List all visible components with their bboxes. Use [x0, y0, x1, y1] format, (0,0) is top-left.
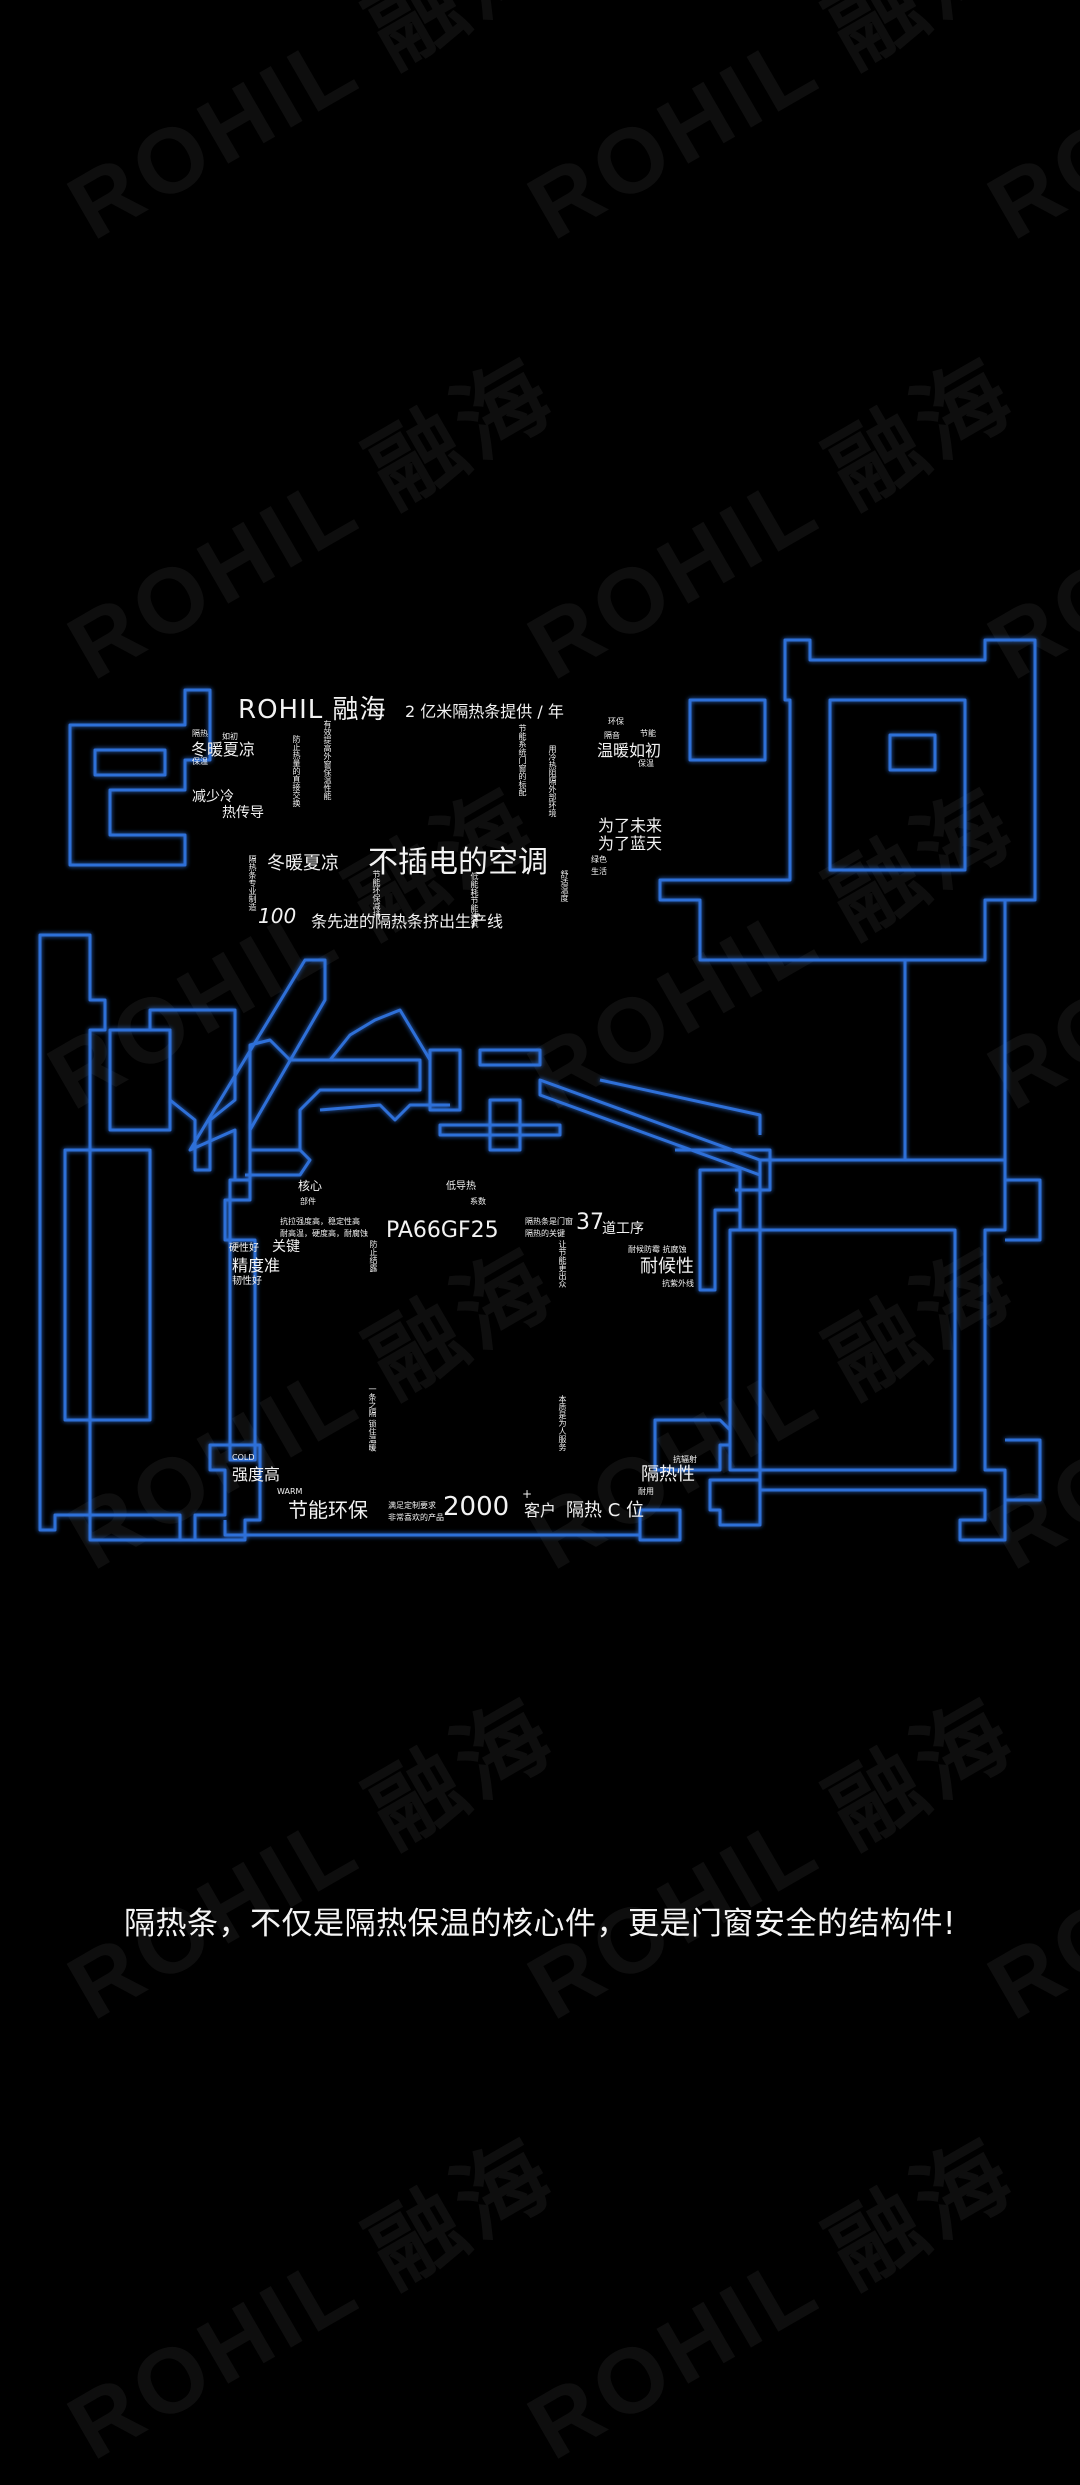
- plus-sign: +: [522, 1487, 533, 1501]
- small-word: 保温: [192, 757, 208, 766]
- small-word: 耐高温，硬度高，耐腐蚀: [280, 1229, 368, 1238]
- small-word: 韧性好: [232, 1276, 262, 1287]
- small-word: 部件: [300, 1197, 316, 1206]
- process-number: 37: [576, 1210, 604, 1235]
- vertical-phrase: 让节能更出众: [558, 1240, 567, 1288]
- line-count-text: 条先进的隔热条挤出生产线: [311, 912, 504, 931]
- vertical-phrase: 防止结露: [369, 1240, 378, 1272]
- small-word: 如初: [222, 732, 238, 741]
- warm-word: 温暖如初: [597, 741, 662, 760]
- key-word: 关键: [272, 1239, 300, 1255]
- caption-text: 隔热条，不仅是隔热保温的核心件，更是门窗安全的结构件!: [124, 1906, 956, 1942]
- small-word: 绿色: [591, 855, 607, 864]
- vertical-phrase: 节能系统门窗的标配: [518, 724, 527, 796]
- small-word: 隔音: [604, 731, 620, 740]
- small-word: COLD: [232, 1453, 255, 1462]
- small-word: 抗辐射: [673, 1455, 697, 1464]
- customer-number: 2000: [443, 1492, 510, 1522]
- vertical-phrase: 节能环保减排: [372, 870, 381, 918]
- season-word: 冬暖夏凉: [191, 740, 256, 759]
- eco-word: 节能环保: [288, 1498, 368, 1522]
- vertical-phrase: 隔热条专业制造: [248, 855, 257, 911]
- small-word: 隔热: [192, 729, 208, 738]
- heat-conduct: 热传导: [222, 805, 264, 821]
- strength-word: 强度高: [232, 1465, 281, 1484]
- small-word: 隔热条是门窗: [525, 1217, 573, 1226]
- core-word: 核心: [298, 1179, 323, 1193]
- small-word: 保温: [638, 759, 654, 768]
- small-word: 硬性好: [229, 1243, 259, 1254]
- small-word: 环保: [608, 717, 624, 726]
- window-profile-illustration: [38, 638, 1042, 1542]
- vertical-phrase: 舒适温度: [560, 870, 569, 902]
- weather-word: 耐候性: [640, 1256, 694, 1277]
- blue-sky-word: 为了蓝天: [598, 834, 663, 853]
- small-word: 隔热的关键: [525, 1229, 565, 1238]
- vertical-phrase: 低能耗节能建筑: [470, 872, 479, 928]
- precision-word: 精度准: [232, 1256, 281, 1275]
- brand-line: ROHIL 融海: [238, 695, 387, 725]
- small-word: 生活: [591, 867, 607, 876]
- headline: 不插电的空调: [368, 845, 548, 880]
- process-word: 道工序: [602, 1221, 644, 1237]
- vertical-phrase: 一条之隔 锁住温暖: [368, 1385, 377, 1452]
- small-word: 低导热: [446, 1181, 476, 1192]
- future-word: 为了未来: [598, 816, 663, 835]
- c-position-word: 隔热 C 位: [566, 1500, 645, 1521]
- small-word: 节能: [640, 729, 656, 738]
- vertical-phrase: 有效提高外窗保温性能: [323, 720, 332, 800]
- season-word: 冬暖夏凉: [267, 853, 339, 874]
- small-word: 满足定制要求: [388, 1501, 436, 1510]
- capacity-text: 2 亿米隔热条提供 / 年: [405, 702, 564, 721]
- insulation-word: 隔热性: [641, 1464, 695, 1485]
- vertical-phrase: 本质是为人服务: [558, 1395, 567, 1451]
- small-word: 非常喜欢的产品: [388, 1513, 444, 1522]
- small-word: 系数: [470, 1197, 486, 1206]
- customers-word: 客户: [524, 1501, 557, 1520]
- small-word: 耐候防霉 抗腐蚀: [628, 1245, 687, 1254]
- material-code: PA66GF25: [386, 1218, 499, 1243]
- small-word: 抗拉强度高，稳定性高: [280, 1217, 360, 1226]
- small-word: 抗紫外线: [662, 1279, 694, 1288]
- profile-outline: [38, 638, 1042, 1542]
- small-word: WARM: [277, 1487, 303, 1496]
- line-count-number: 100: [258, 904, 297, 928]
- reduce-cold: 减少冷: [192, 789, 234, 805]
- small-word: 耐用: [638, 1487, 654, 1496]
- vertical-phrase: 防止热量的直接交换: [292, 735, 301, 807]
- vertical-phrase: 用冷热阻隔外部环境: [548, 745, 557, 817]
